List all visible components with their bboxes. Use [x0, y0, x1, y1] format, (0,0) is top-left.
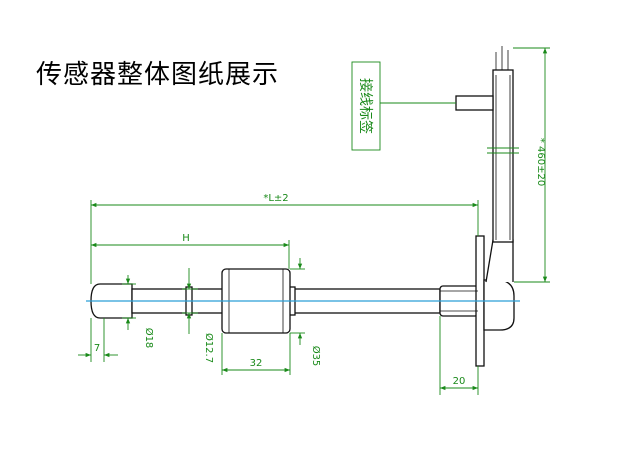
sensor-body: [90, 69, 515, 367]
dim-rod-diameter: Ø18: [143, 328, 155, 349]
dim-float-diameter: Ø35: [310, 346, 322, 367]
dim-cable-length: * 460±20: [535, 138, 546, 186]
wire-label-box: [351, 61, 381, 151]
dim-float-position: H: [182, 233, 190, 244]
elbow-head: [483, 279, 515, 331]
wire-label-tab: [455, 95, 494, 111]
wire-label-text: 接线标签: [357, 78, 374, 134]
dim-float-length: 32: [250, 358, 263, 369]
dim-total-length: *L±2: [263, 193, 288, 204]
cable-housing: [485, 239, 514, 283]
page-title: 传感器整体图纸展示: [36, 60, 280, 90]
dim-flange-offset: 20: [453, 376, 466, 387]
dim-tip-length: 7: [94, 343, 100, 354]
dim-tube-diameter: Ø12.7: [203, 333, 215, 363]
cable-pipe: [492, 69, 514, 243]
